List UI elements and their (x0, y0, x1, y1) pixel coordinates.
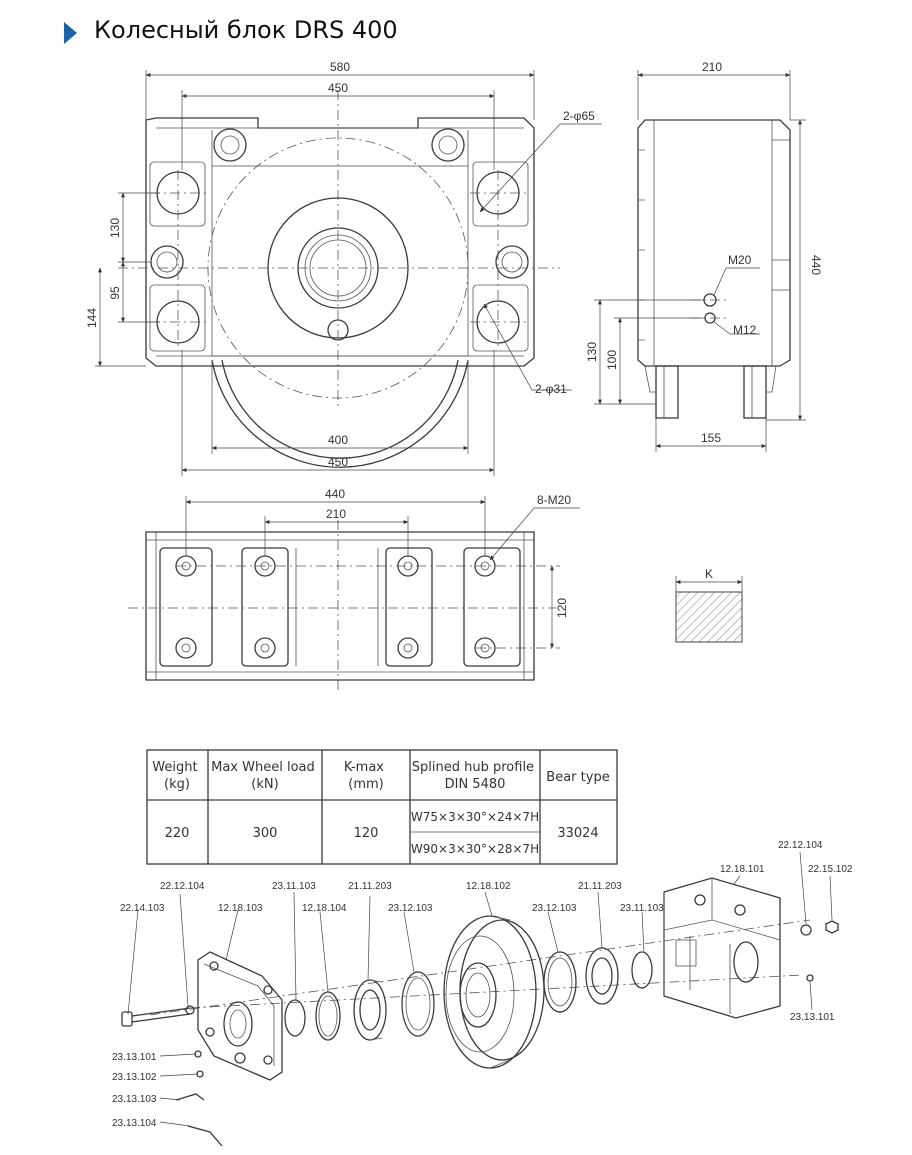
part-washer (185, 1005, 195, 1015)
callout-2-phi31: 2-φ31 (535, 382, 567, 396)
label-12-18-104: 12.18.104 (302, 903, 347, 914)
part-ring-2 (315, 991, 341, 1041)
label-23-11-103-a: 23.11.103 (272, 881, 316, 892)
part-seal-2 (543, 951, 577, 1013)
k-rail-symbol: K (675, 567, 743, 643)
dim-400: 400 (328, 433, 348, 447)
dim-210-top: 210 (326, 507, 346, 521)
td-kmax: 120 (354, 826, 379, 841)
th-weight: Weight (kg) (152, 760, 201, 792)
label-12-18-102: 12.18.102 (466, 881, 511, 892)
label-23-13-101: 23.13.101 (112, 1052, 157, 1063)
callout-m12: M12 (733, 323, 757, 337)
part-housing (663, 877, 781, 1019)
label-21-11-203-b: 21.11.203 (578, 881, 622, 892)
td-hub-2: W90×3×30°×28×7H (411, 842, 539, 856)
part-ring-3 (631, 951, 653, 989)
part-cover-plate (197, 951, 283, 1081)
dim-120: 120 (555, 598, 569, 618)
dim-440-top: 440 (325, 487, 345, 501)
dim-440-side: 440 (809, 255, 823, 275)
exploded-view: 22.14.103 22.12.104 12.18.103 23.11.103 … (112, 840, 853, 1147)
chevron-right-icon (64, 22, 77, 44)
page-header: Колесный блок DRS 400 (0, 0, 912, 62)
part-bearing-2 (585, 947, 619, 1005)
dim-144: 144 (85, 308, 99, 328)
dim-95: 95 (108, 286, 122, 300)
top-bolts (175, 555, 496, 659)
wheel-outline (211, 359, 469, 468)
td-load: 300 (253, 826, 278, 841)
label-22-12-104-left: 22.12.104 (160, 881, 205, 892)
label-23-12-103-b: 23.12.103 (532, 903, 577, 914)
dim-155: 155 (701, 431, 721, 445)
td-weight: 220 (165, 826, 190, 841)
label-21-11-203-a: 21.11.203 (348, 881, 392, 892)
table-header-line: DIN 5480 (445, 777, 506, 792)
table-header-line: (kN) (251, 777, 278, 792)
dim-450-top: 450 (328, 81, 348, 95)
part-washer-right (800, 924, 812, 936)
callout-m20-side: M20 (728, 253, 752, 267)
side-view: M20 M12 210 440 130 100 155 (585, 60, 823, 452)
part-nut (825, 920, 839, 934)
callout-2-phi65: 2-φ65 (563, 109, 595, 123)
part-fitting-2 (187, 1125, 223, 1147)
table-header-line: (kg) (164, 777, 190, 792)
top-view: 440 210 120 8-M20 (128, 487, 580, 694)
th-kmax: K-max (mm) (344, 760, 388, 792)
label-23-11-103-b: 23.11.103 (620, 903, 664, 914)
part-fitting-1 (175, 1093, 205, 1101)
dim-210-side: 210 (702, 60, 722, 74)
label-12-18-101: 12.18.101 (720, 864, 765, 875)
th-bear: Bear type (546, 770, 609, 785)
part-pin-right (806, 974, 814, 982)
label-22-14-103: 22.14.103 (120, 903, 165, 914)
label-23-12-103-a: 23.12.103 (388, 903, 433, 914)
callout-8-m20: 8-M20 (537, 493, 571, 507)
spec-table: Weight (kg) Max Wheel load (kN) K-max (m… (146, 749, 618, 865)
label-22-15-102: 22.15.102 (808, 864, 853, 875)
housing-outline (145, 117, 535, 367)
dim-100: 100 (605, 350, 619, 370)
page-title: Колесный блок DRS 400 (94, 16, 398, 44)
table-header-line: (mm) (348, 777, 383, 792)
th-load: Max Wheel load (kN) (211, 760, 319, 792)
label-23-13-101-right: 23.13.101 (790, 1012, 835, 1023)
dim-580: 580 (330, 60, 350, 74)
dim-450-bottom: 450 (328, 455, 348, 469)
dim-130-side: 130 (585, 342, 599, 362)
dim-130-left: 130 (108, 218, 122, 238)
label-23-13-104: 23.13.104 (112, 1118, 157, 1129)
front-view: 580 450 400 450 130 95 144 2-φ65 2-φ31 (85, 60, 602, 476)
part-seal-1 (401, 971, 435, 1037)
label-23-13-102: 23.13.102 (112, 1072, 157, 1083)
part-bearing-1 (353, 979, 387, 1041)
k-label: K (705, 567, 713, 581)
part-bolt (121, 1007, 191, 1027)
label-12-18-103: 12.18.103 (218, 903, 263, 914)
td-bear: 33024 (557, 826, 598, 841)
td-hub-1: W75×3×30°×24×7H (411, 810, 539, 824)
label-22-12-104-right: 22.12.104 (778, 840, 823, 851)
th-hub: Splined hub profile DIN 5480 (412, 760, 538, 792)
part-ring-1 (284, 999, 306, 1037)
label-23-13-103: 23.13.103 (112, 1094, 157, 1105)
